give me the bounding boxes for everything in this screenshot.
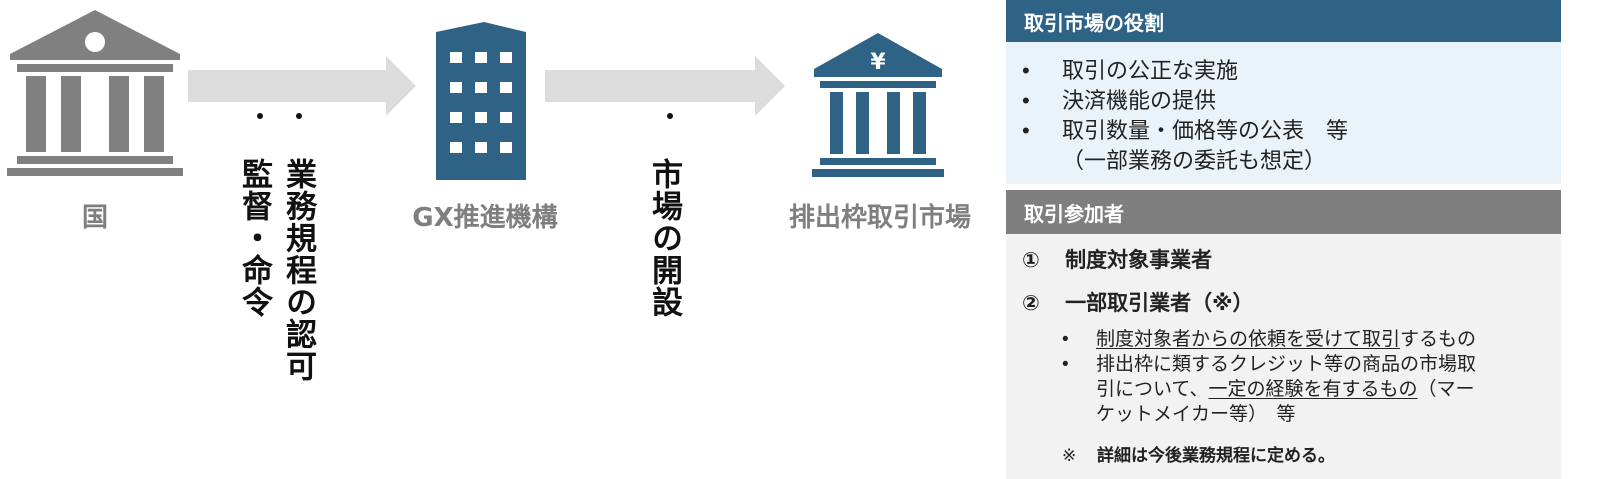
market-role-header: 取引市場の役割 <box>1006 0 1561 42</box>
arrow1-label-supervision: 監督・命令 <box>236 158 272 318</box>
footnote-text: 詳細は今後業務規程に定める。 <box>1096 446 1335 466</box>
bullet-dot <box>296 113 302 119</box>
government-building-icon <box>7 10 183 176</box>
bullet: • <box>1022 58 1030 83</box>
list-item-text: 取引の公正な実施 <box>1062 58 1239 83</box>
market-role-title: 取引市場の役割 <box>1024 10 1164 35</box>
participants-body <box>1006 234 1561 479</box>
item-number: ② <box>1022 291 1040 315</box>
list-item: • 排出枠に類するクレジット等の商品の市場取 引について、一定の経験を有するもの… <box>1062 352 1552 427</box>
market-role-list: • 取引の公正な実施 • 決済機能の提供 • 取引数量・価格等の公表 等 <box>1022 56 1552 146</box>
market-role-body <box>1006 42 1561 184</box>
item-label: 一部取引業者（※） <box>1065 291 1254 315</box>
footnote-mark: ※ <box>1062 446 1077 465</box>
underlined-text: 一定の経験を有するもの <box>1208 379 1418 400</box>
bullet-dot <box>257 113 263 119</box>
participant-item-1: ① 制度対象事業者 <box>1022 245 1212 275</box>
list-item: • 決済機能の提供 <box>1022 86 1552 116</box>
list-item-text: 決済機能の提供 <box>1062 88 1217 113</box>
item-label: 制度対象事業者 <box>1065 248 1213 272</box>
list-item: • 制度対象者からの依頼を受けて取引するもの <box>1062 327 1552 352</box>
arrow-gov-to-gx <box>188 56 416 116</box>
list-item-text: （マー <box>1417 379 1475 400</box>
participant-sub-list: • 制度対象者からの依頼を受けて取引するもの • 排出枠に類するクレジット等の商… <box>1062 327 1552 427</box>
item-number: ① <box>1022 248 1040 272</box>
office-building-icon <box>436 22 526 180</box>
participants-title: 取引参加者 <box>1024 201 1124 226</box>
government-label: 国 <box>81 203 108 233</box>
arrow2-label-market-opening: 市場の開設 <box>646 158 682 318</box>
bullet: • <box>1022 118 1030 143</box>
arrow-gx-to-market <box>545 56 785 116</box>
bullet: • <box>1022 88 1030 113</box>
participants-header: 取引参加者 <box>1006 190 1561 234</box>
list-item-text: 引について、 <box>1096 379 1209 400</box>
gx-organization-label: GX推進機構 <box>412 203 558 233</box>
bullet: • <box>1062 329 1069 350</box>
market-role-note: （一部業務の委託も想定） <box>1062 148 1327 173</box>
emissions-market-label: 排出枠取引市場 <box>788 203 971 233</box>
list-item: • 取引数量・価格等の公表 等 <box>1022 116 1552 146</box>
bullet: • <box>1062 354 1069 375</box>
list-item-line: 引について、一定の経験を有するもの（マー <box>1096 377 1552 402</box>
bullet-dot <box>667 113 673 119</box>
yen-symbol: ¥ <box>870 50 886 75</box>
underlined-text: 制度対象者からの依頼を受けて取引 <box>1096 329 1401 350</box>
participant-item-2: ② 一部取引業者（※） <box>1022 288 1254 318</box>
list-item: • 取引の公正な実施 <box>1022 56 1552 86</box>
list-item-text: 取引数量・価格等の公表 等 <box>1062 118 1349 143</box>
list-item-text: 排出枠に類するクレジット等の商品の市場取 <box>1096 354 1477 375</box>
arrow1-label-approval: 業務規程の認可 <box>280 158 316 382</box>
bank-yen-icon: ¥ <box>812 33 944 177</box>
participants-footnote: ※ 詳細は今後業務規程に定める。 <box>1062 444 1335 468</box>
list-item-text: ケットメイカー等） 等 <box>1096 404 1296 425</box>
list-item-text: するもの <box>1400 329 1477 350</box>
